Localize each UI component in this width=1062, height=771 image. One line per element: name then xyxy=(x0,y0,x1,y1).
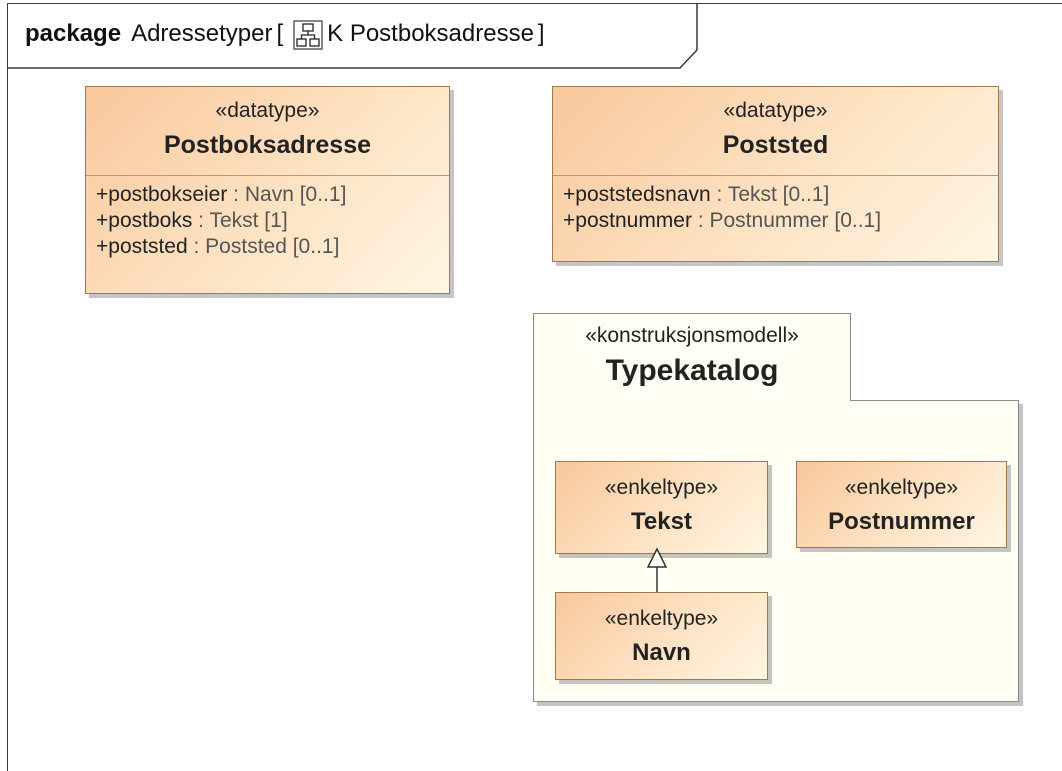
attribute-separator: : xyxy=(227,183,245,206)
class-name: Navn xyxy=(632,639,691,666)
class-header: «datatype» Poststed xyxy=(553,87,998,175)
class-diagram-icon xyxy=(293,20,323,50)
class-postboksadresse[interactable]: «datatype» Postboksadresse +postbokseier… xyxy=(85,86,450,294)
class-name: Postboksadresse xyxy=(163,131,372,159)
attribute-postboks[interactable]: +postboks : Tekst [1] xyxy=(96,208,439,234)
attribute-type: Tekst [1] xyxy=(209,209,288,232)
attribute-name: +poststed xyxy=(96,235,188,258)
class-stereotype: «enkeltype» xyxy=(604,607,719,630)
frame-close-bracket: ] xyxy=(537,20,545,47)
package-stereotype: «konstruksjonsmodell» xyxy=(585,324,799,347)
class-stereotype: «enkeltype» xyxy=(604,476,719,499)
attribute-type: Poststed [0..1] xyxy=(205,235,340,258)
attribute-separator: : xyxy=(187,235,206,258)
class-navn[interactable]: «enkeltype» Navn xyxy=(555,592,768,680)
class-stereotype: «enkeltype» xyxy=(844,476,959,499)
class-name: Postnummer xyxy=(828,508,975,535)
class-name: Tekst xyxy=(631,508,692,535)
attribute-name: +postnummer xyxy=(563,209,692,232)
class-stereotype: «datatype» xyxy=(215,99,320,122)
attribute-separator: : xyxy=(192,209,210,232)
frame-open-bracket: [ xyxy=(276,20,284,47)
class-poststed[interactable]: «datatype» Poststed +poststedsnavn : Tek… xyxy=(552,86,999,262)
class-postnummer[interactable]: «enkeltype» Postnummer xyxy=(796,461,1007,548)
attribute-type: Navn [0..1] xyxy=(244,183,347,206)
attribute-compartment: +poststedsnavn : Tekst [0..1] +postnumme… xyxy=(553,175,998,240)
frame-kind: package xyxy=(25,20,122,47)
attribute-poststedsnavn[interactable]: +poststedsnavn : Tekst [0..1] xyxy=(563,182,988,208)
class-tekst[interactable]: «enkeltype» Tekst xyxy=(555,461,768,554)
frame-package-name: Adressetyper xyxy=(131,20,273,47)
attribute-separator: : xyxy=(691,209,710,232)
frame-title: package Adressetyper [ K Postboksadresse… xyxy=(25,19,549,50)
package-name: Typekatalog xyxy=(605,354,779,387)
class-header: «datatype» Postboksadresse xyxy=(86,87,449,175)
attribute-poststed[interactable]: +poststed : Poststed [0..1] xyxy=(96,234,439,260)
package-typekatalog-tab[interactable]: «konstruksjonsmodell» Typekatalog xyxy=(533,313,851,401)
frame-tab: package Adressetyper [ K Postboksadresse… xyxy=(7,3,697,69)
attribute-postbokseier[interactable]: +postbokseier : Navn [0..1] xyxy=(96,182,439,208)
frame-diagram-name: K Postboksadresse xyxy=(327,20,534,47)
attribute-name: +postbokseier xyxy=(96,183,228,206)
attribute-type: Postnummer [0..1] xyxy=(709,209,882,232)
attribute-postnummer[interactable]: +postnummer : Postnummer [0..1] xyxy=(563,208,988,234)
attribute-name: +postboks xyxy=(96,209,193,232)
class-name: Poststed xyxy=(722,131,829,159)
attribute-compartment: +postbokseier : Navn [0..1] +postboks : … xyxy=(86,175,449,266)
attribute-separator: : xyxy=(710,183,728,206)
class-stereotype: «datatype» xyxy=(723,99,828,122)
attribute-type: Tekst [0..1] xyxy=(727,183,830,206)
attribute-name: +poststedsnavn xyxy=(563,183,711,206)
